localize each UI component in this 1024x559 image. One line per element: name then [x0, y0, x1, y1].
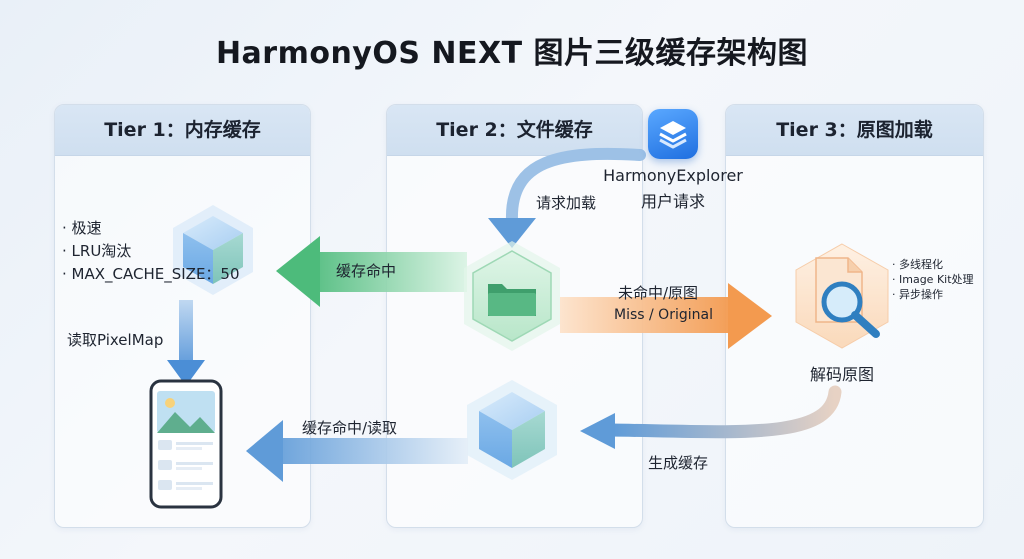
folder-hex-icon — [464, 241, 560, 351]
decode-original-label: 解码原图 — [809, 365, 874, 384]
read-pixelmap-arrow — [167, 300, 205, 386]
request-load-arrow — [488, 147, 646, 248]
file-cache-cube-icon — [467, 380, 557, 480]
layers-icon — [659, 121, 687, 149]
cache-hit-label: 缓存命中 — [336, 262, 397, 280]
document-search-icon — [795, 243, 889, 349]
tier1-feature-list: 极速 LRU淘汰 MAX_CACHE_SIZE：50 — [62, 217, 240, 286]
tier3-feature: 多线程化 — [892, 257, 974, 272]
user-request-label: 用户请求 — [640, 192, 705, 211]
tier2-header: Tier 2：文件缓存 — [387, 105, 642, 156]
miss-en-label: Miss / Original — [614, 307, 713, 323]
tier1-feature: LRU淘汰 — [62, 240, 240, 263]
tier1-feature: 极速 — [62, 217, 240, 240]
request-load-label: 请求加载 — [536, 194, 597, 212]
layers-app-icon[interactable] — [648, 109, 698, 159]
cache-hit-read-label: 缓存命中/读取 — [302, 419, 398, 437]
tier1-header: Tier 1：内存缓存 — [55, 105, 310, 156]
generate-cache-arrow — [580, 385, 842, 449]
tier3-feature-list: 多线程化 Image Kit处理 异步操作 — [892, 257, 974, 302]
cache-hit-read-arrow — [246, 420, 468, 482]
generate-cache-label: 生成缓存 — [648, 454, 709, 472]
miss-original-arrow — [560, 283, 772, 349]
diagram-title: HarmonyOS NEXT 图片三级缓存架构图 — [215, 36, 809, 71]
tier1-feature: MAX_CACHE_SIZE：50 — [62, 263, 240, 286]
cache-hit-arrow — [276, 236, 467, 307]
phone-icon — [149, 379, 223, 509]
tier3-feature: Image Kit处理 — [892, 272, 974, 287]
miss-cn-label: 未命中/原图 — [618, 284, 699, 302]
read-pixelmap-label: 读取PixelMap — [67, 331, 164, 349]
tier3-feature: 异步操作 — [892, 287, 974, 302]
app-name-label: HarmonyExplorer — [603, 166, 743, 185]
tier3-header: Tier 3：原图加载 — [726, 105, 983, 156]
